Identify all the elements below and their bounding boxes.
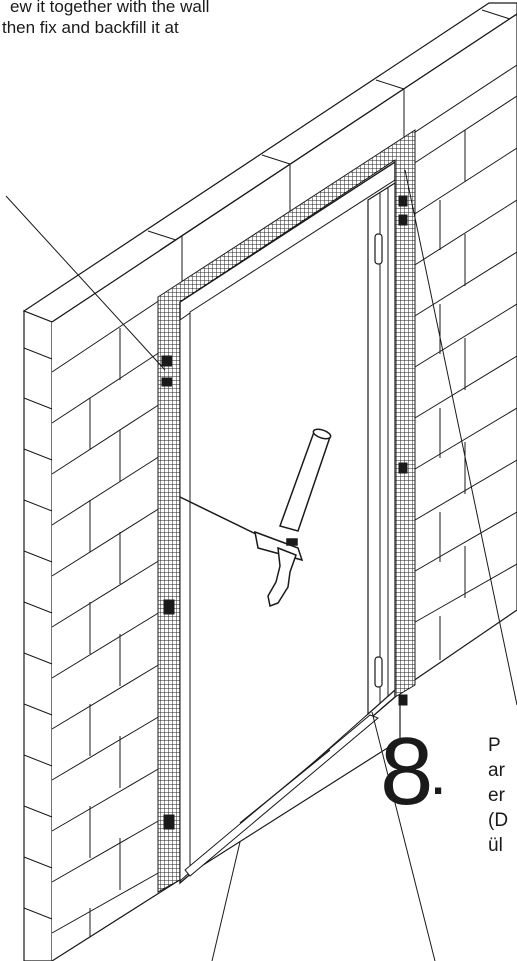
instruction-line-1: ew it together with the wall <box>10 0 210 16</box>
step-text-line-1: P <box>488 735 501 756</box>
step-text-line-2: ar <box>488 760 505 781</box>
leader-lines <box>5 169 517 961</box>
foam-gun-icon <box>179 428 332 608</box>
step-text-line-5: ül <box>488 835 503 856</box>
step-text-line-4: (D <box>488 810 509 831</box>
instruction-line-2: then fix and backfill it at <box>2 18 179 37</box>
frame-anchors <box>161 195 408 830</box>
step-text-line-3: er <box>488 785 505 806</box>
step-number: 8 <box>380 718 433 825</box>
foam-mesh-band <box>157 129 416 893</box>
step-number-dot: . <box>432 755 445 804</box>
